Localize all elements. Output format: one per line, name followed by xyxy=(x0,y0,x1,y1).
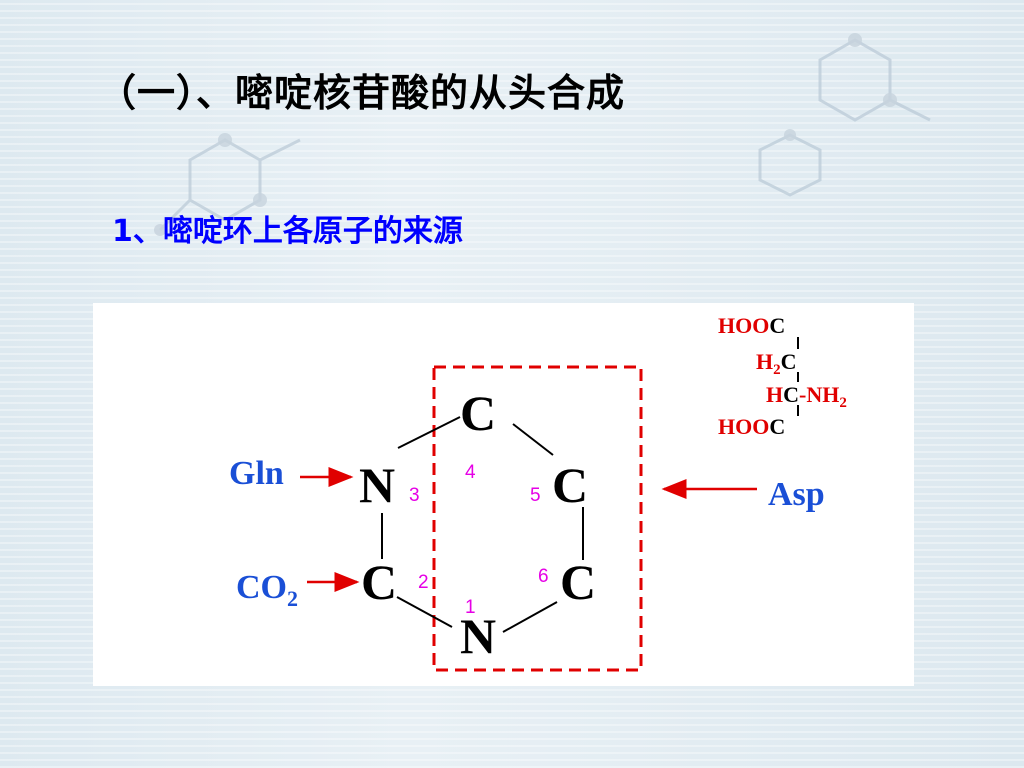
atom-number-6: 6 xyxy=(538,566,549,587)
asp-dashed-box xyxy=(432,365,643,672)
atom-number-4: 4 xyxy=(465,462,476,483)
atom-c6: C xyxy=(560,554,596,610)
bond-c2-n1 xyxy=(396,596,453,628)
source-label-co2: CO2 xyxy=(236,569,298,611)
ring-bonds xyxy=(381,416,584,633)
atom-c4: C xyxy=(460,385,496,441)
atom-number-1: 1 xyxy=(465,597,476,618)
slide-title: （一）、嘧啶核苷酸的从头合成 xyxy=(98,71,626,115)
source-label-gln: Gln xyxy=(229,455,284,492)
atom-number-2: 2 xyxy=(418,572,429,593)
source-label-asp: Asp xyxy=(768,476,825,513)
atom-number-5: 5 xyxy=(530,485,541,506)
atom-number-3: 3 xyxy=(409,485,420,506)
atom-c2: C xyxy=(361,554,397,610)
atom-n3: N xyxy=(359,457,395,513)
diagram-panel xyxy=(93,303,914,686)
bond-c6-n1 xyxy=(502,601,558,633)
bond-c4-c5 xyxy=(512,423,554,456)
asp-row-3: HC-NH2 xyxy=(766,382,847,411)
bond-n3-c4 xyxy=(397,416,461,449)
aspartate-structure: HOOC H2C HC-NH2 HOOC xyxy=(718,313,847,439)
atom-n1: N xyxy=(460,608,496,664)
slide-subtitle: 1、嘧啶环上各原子的来源 xyxy=(112,214,463,249)
asp-row-1: HOOC xyxy=(718,313,785,338)
atom-c5: C xyxy=(552,457,588,513)
asp-row-2: H2C xyxy=(756,349,797,378)
asp-row-4: HOOC xyxy=(718,414,785,439)
